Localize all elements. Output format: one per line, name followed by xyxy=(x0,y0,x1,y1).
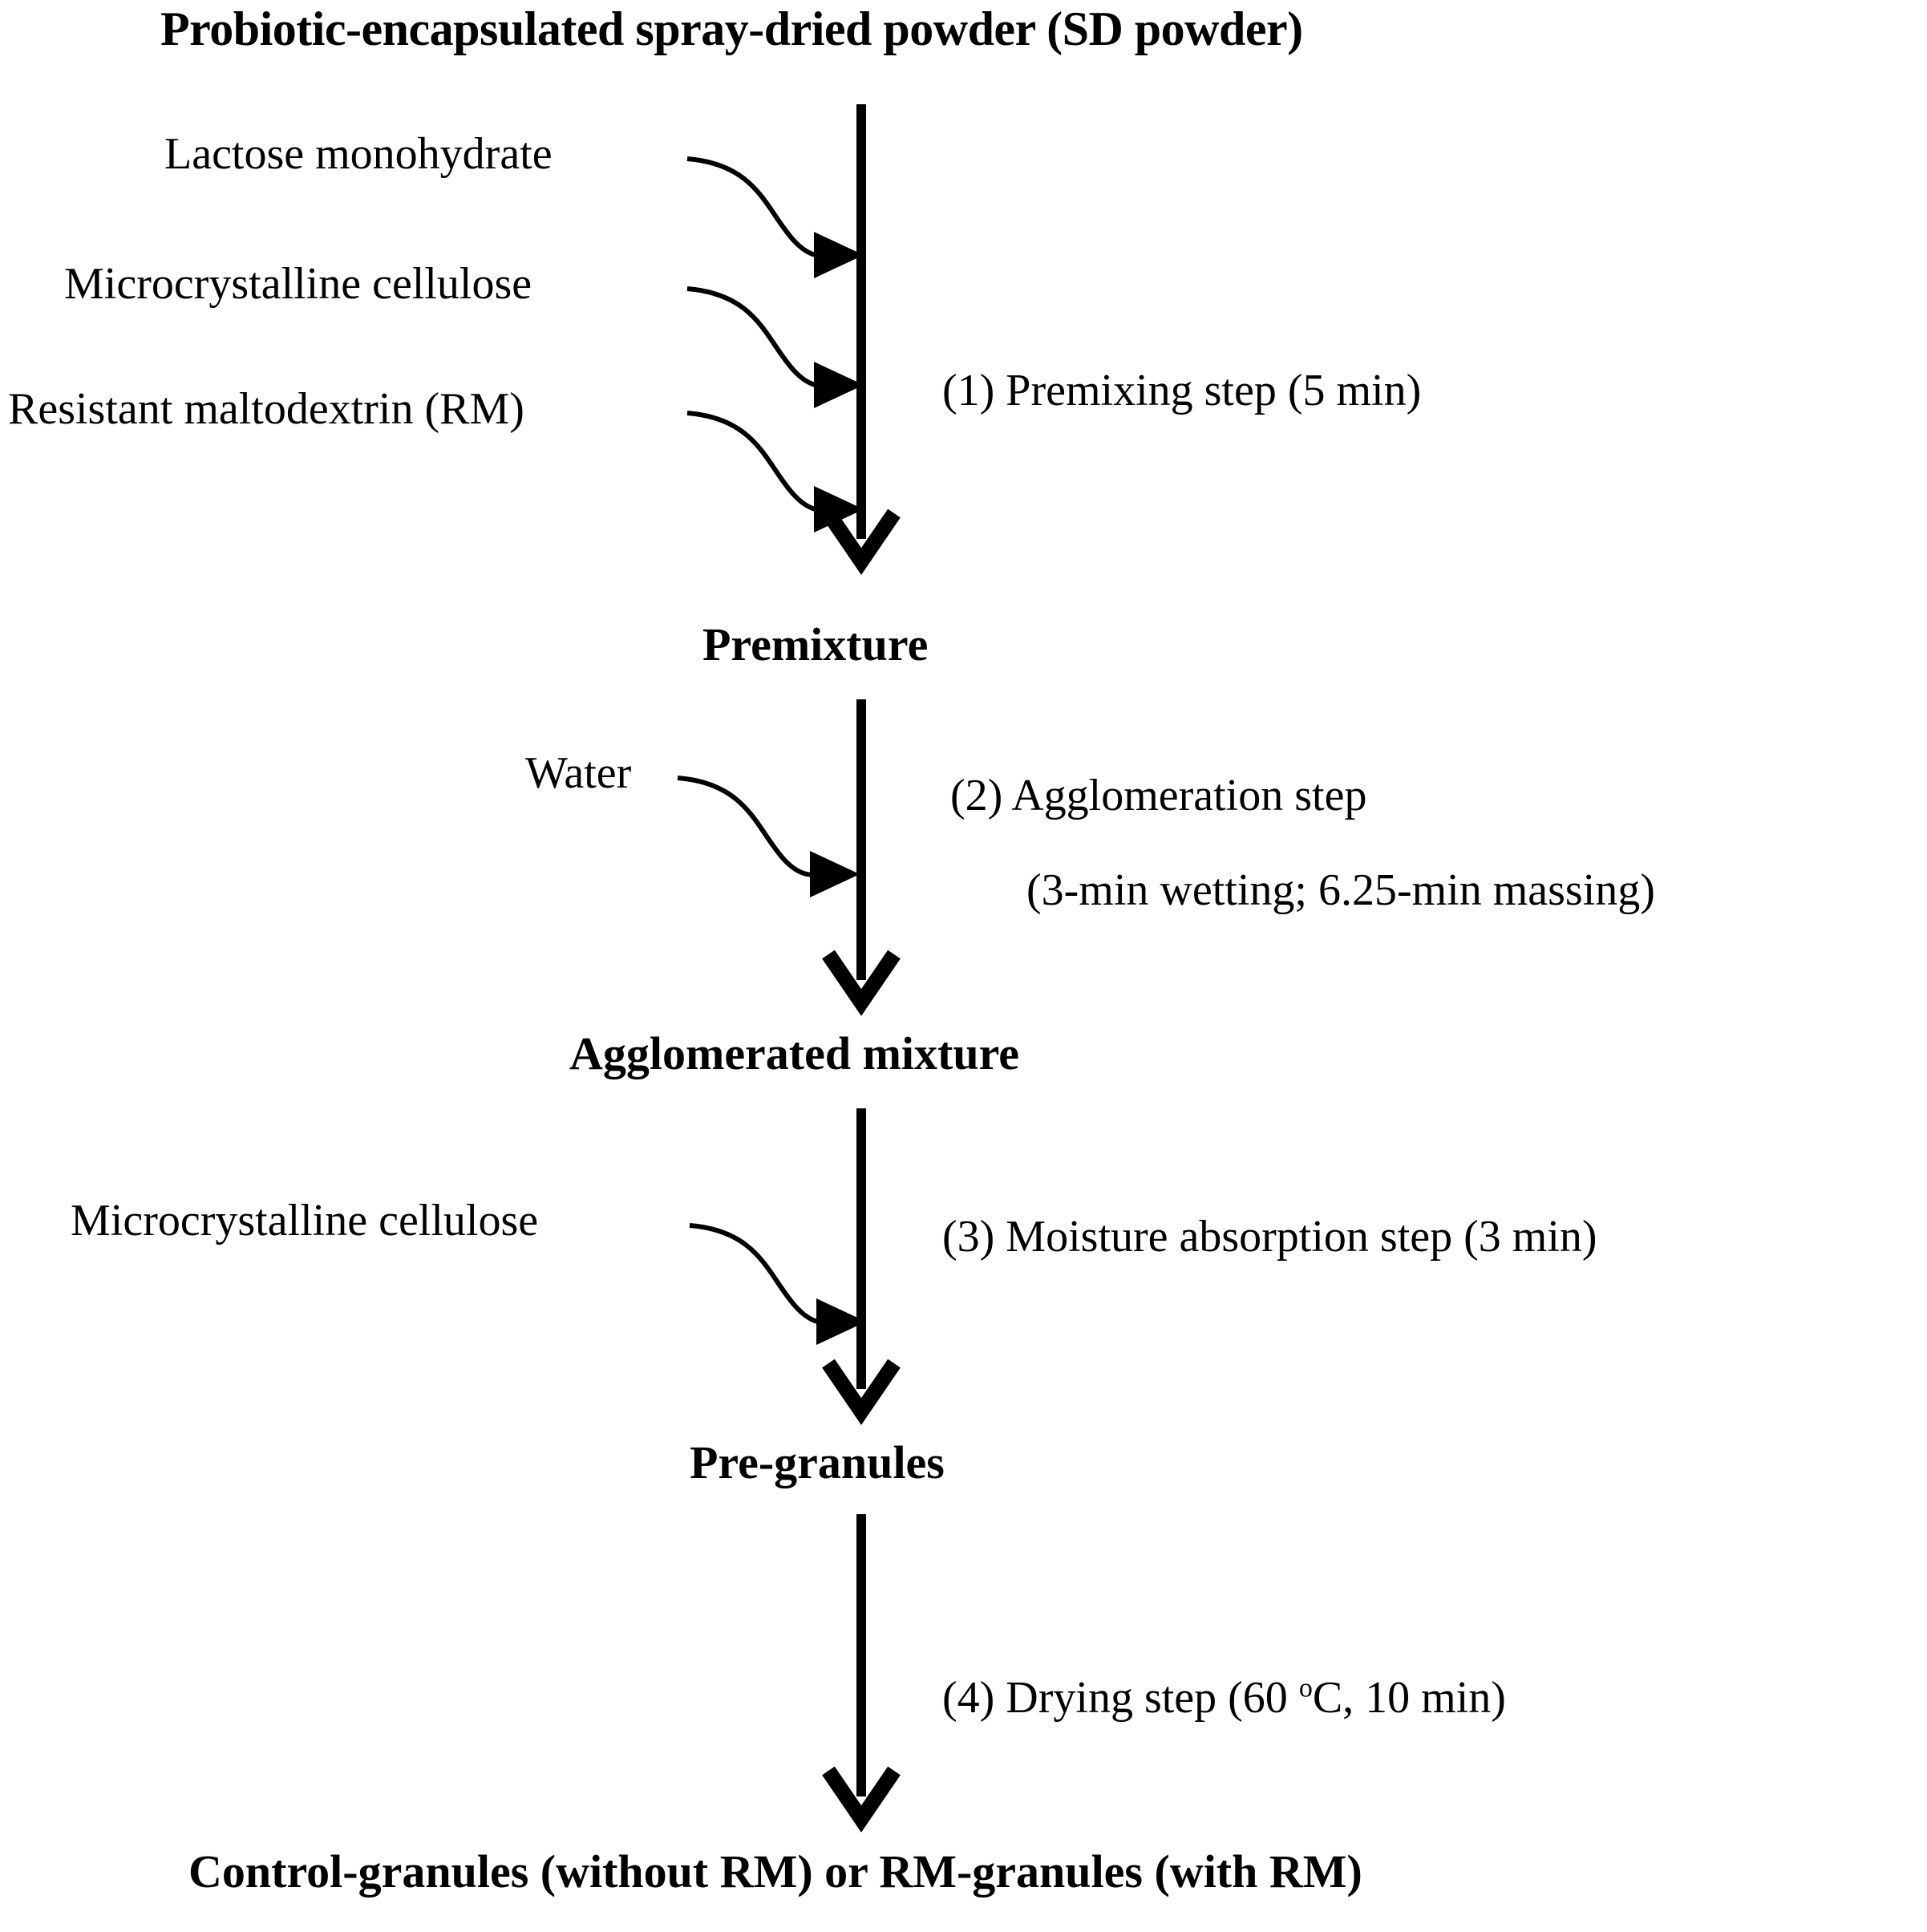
main-arrow-agglomeration xyxy=(822,699,901,1016)
main-arrow-moisture-absorption xyxy=(822,1108,901,1425)
step-2-agglomeration-detail: (3-min wetting; 6.25-min massing) xyxy=(1026,865,1655,915)
degree-symbol-icon: o xyxy=(1298,1673,1313,1703)
feeder-arrow-lactose-monohydrate xyxy=(686,156,864,278)
input-label-microcrystalline-cellulose-2: Microcrystalline cellulose xyxy=(71,1196,539,1245)
main-arrow-premixing xyxy=(822,104,901,575)
feeder-arrow-water xyxy=(677,776,860,897)
node-label-agglomerated-mixture: Agglomerated mixture xyxy=(569,1027,1020,1079)
feeder-arrow-microcrystalline-cellulose-2 xyxy=(689,1223,866,1345)
input-label-water: Water xyxy=(525,748,632,798)
feeder-arrow-resistant-maltodextrin xyxy=(686,411,864,533)
input-label-lactose-monohydrate: Lactose monohydrate xyxy=(164,129,553,179)
page-title: Probiotic-encapsulated spray-dried powde… xyxy=(160,2,1303,55)
main-arrow-drying xyxy=(822,1514,901,1833)
step-4-text-after-degree: C, 10 min) xyxy=(1312,1673,1506,1723)
step-4-text-before-degree: (4) Drying step (60 xyxy=(942,1673,1299,1723)
input-label-resistant-maltodextrin: Resistant maltodextrin (RM) xyxy=(8,384,524,434)
feeder-arrow-microcrystalline-cellulose-1 xyxy=(686,286,864,408)
node-label-final-granules: Control-granules (without RM) or RM-gran… xyxy=(188,1845,1362,1898)
step-4-drying-label: (4) Drying step (60 oC, 10 min) xyxy=(942,1672,1506,1723)
step-3-moisture-absorption-label: (3) Moisture absorption step (3 min) xyxy=(942,1212,1597,1262)
step-1-premixing-label: (1) Premixing step (5 min) xyxy=(942,366,1422,415)
step-2-agglomeration-label: (2) Agglomeration step xyxy=(950,771,1367,820)
node-label-pre-granules: Pre-granules xyxy=(690,1436,945,1488)
input-label-microcrystalline-cellulose-1: Microcrystalline cellulose xyxy=(64,259,532,309)
node-label-premixture: Premixture xyxy=(702,618,929,670)
